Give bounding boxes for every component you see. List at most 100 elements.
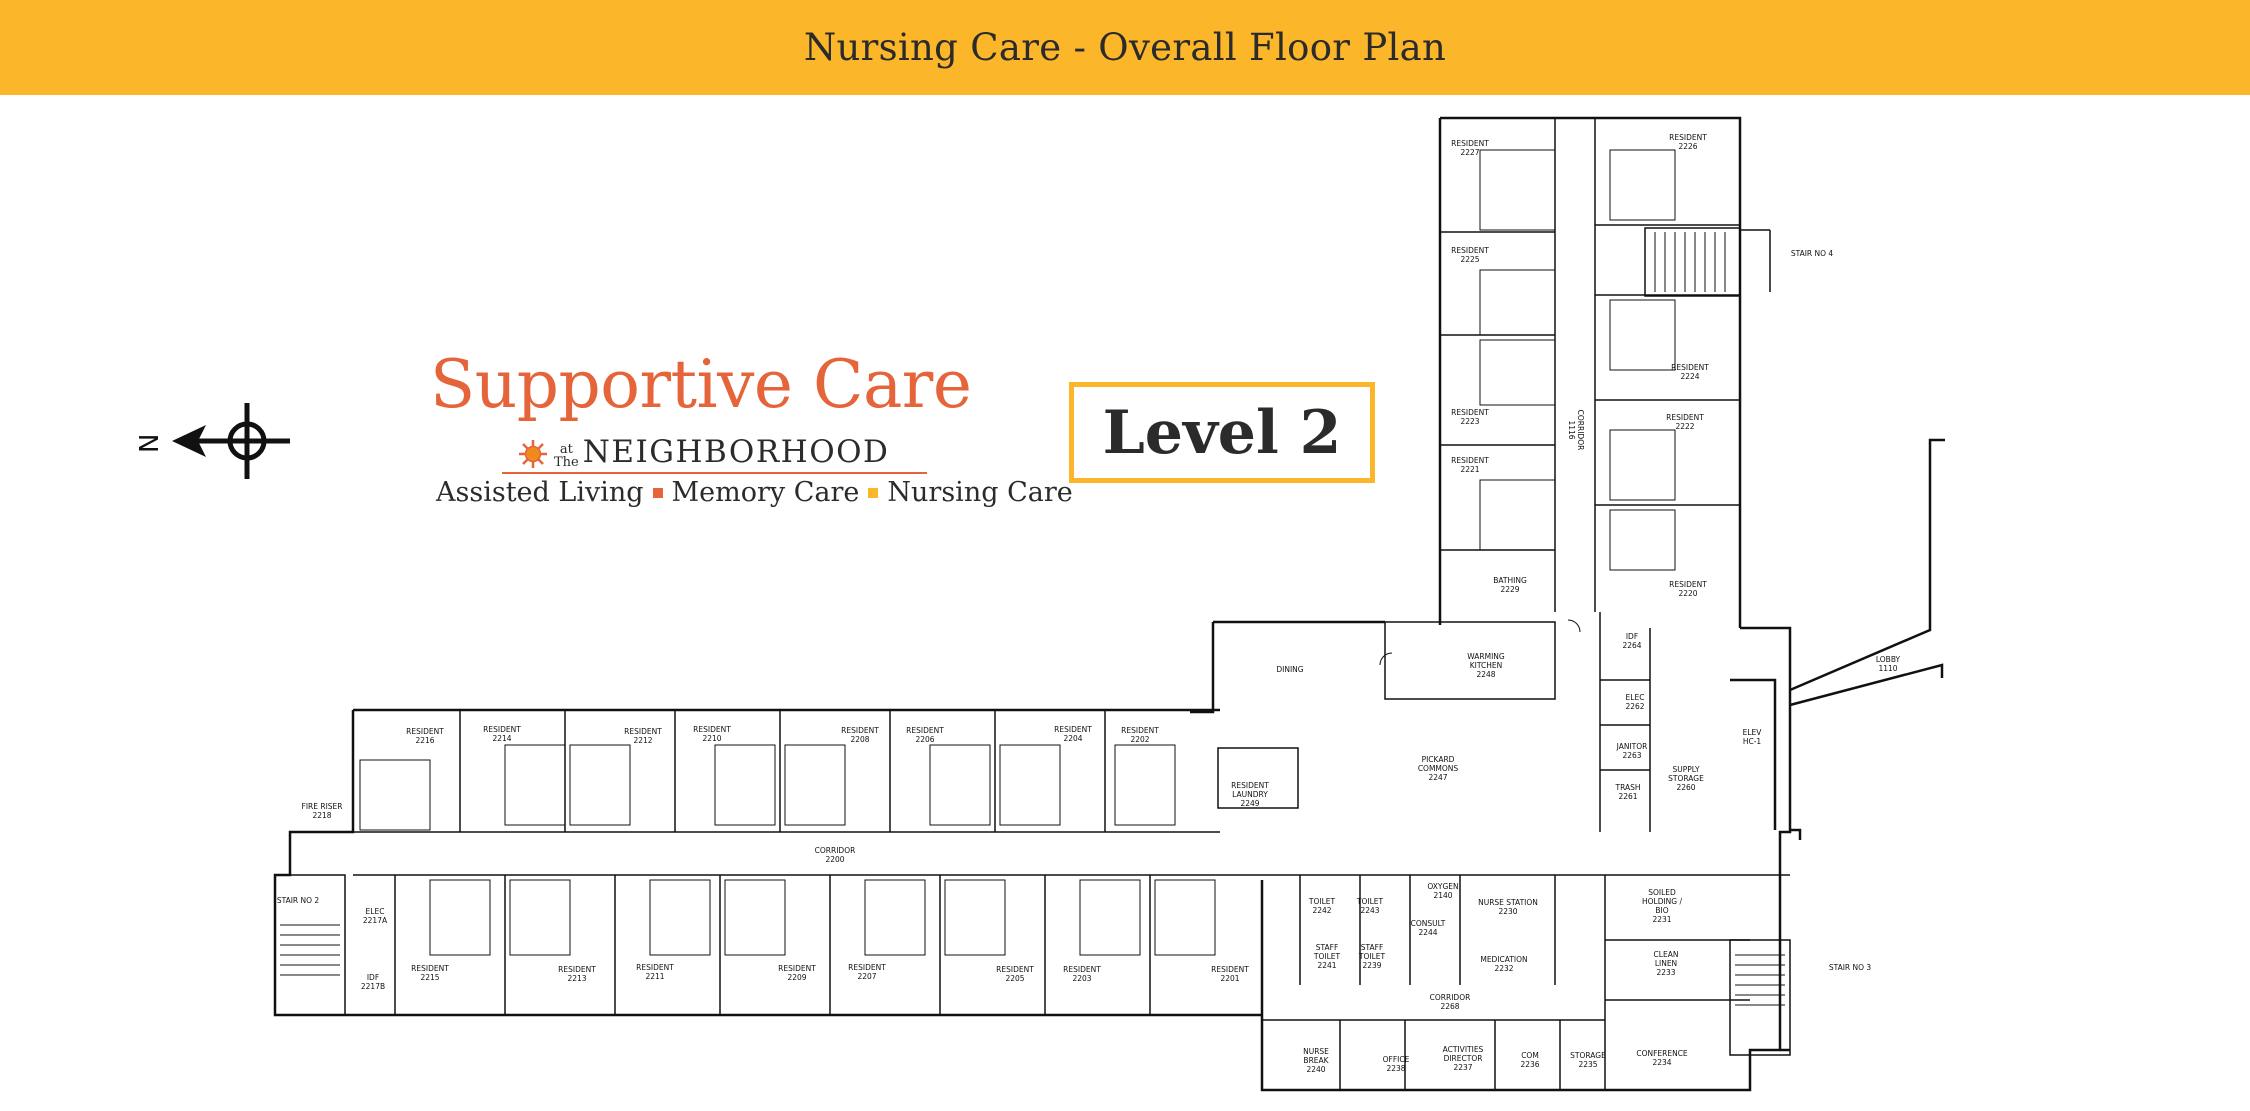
room-2223-number: 2223	[1460, 417, 1479, 426]
room-2214-number: 2214	[492, 734, 511, 743]
nurse-station-label: NURSE STATION	[1478, 898, 1538, 907]
tagline-assisted-living: Assisted Living	[436, 477, 644, 508]
lobby-label: LOBBY	[1876, 655, 1901, 664]
elevator-number: HC-1	[1743, 737, 1762, 746]
corridor-2268-label: CORRIDOR	[1430, 993, 1471, 1002]
elec-2262-number: 2262	[1625, 702, 1644, 711]
room-2215-label: RESIDENT	[411, 964, 449, 973]
north-letter: N	[135, 434, 165, 453]
logo-divider	[502, 472, 927, 474]
medication-number: 2232	[1494, 964, 1513, 973]
corridor-2200-label: CORRIDOR	[815, 846, 856, 855]
janitor-number: 2263	[1622, 751, 1641, 760]
supply-storage-number: 2260	[1676, 783, 1695, 792]
tagline-memory-care: Memory Care	[671, 477, 860, 508]
logo-title: Supportive Care	[430, 346, 972, 423]
idf-2217b-label: IDF	[367, 973, 379, 982]
clean-linen-label-2: LINEN	[1655, 959, 1677, 968]
room-2225-number: 2225	[1460, 255, 1479, 264]
at-the-label: at The	[554, 443, 579, 469]
bathing-number: 2229	[1500, 585, 1519, 594]
com-number: 2236	[1520, 1060, 1539, 1069]
elec-2217a-label: ELEC	[366, 907, 385, 916]
stair-3-label: STAIR NO 3	[1829, 963, 1872, 972]
toilet-2242-label: TOILET	[1308, 897, 1336, 906]
room-2224-number: 2224	[1680, 372, 1699, 381]
staff-toilet-2239-label-2: TOILET	[1358, 952, 1386, 961]
nurse-break-number: 2240	[1306, 1065, 1325, 1074]
warming-kitchen-number: 2248	[1476, 670, 1495, 679]
room-2209-label: RESIDENT	[778, 964, 816, 973]
oxygen-label: OXYGEN	[1427, 882, 1458, 891]
warming-kitchen-label-2: KITCHEN	[1470, 661, 1503, 670]
toilet-2242-number: 2242	[1312, 906, 1331, 915]
trash-label: TRASH	[1614, 783, 1640, 792]
room-2201-label: RESIDENT	[1211, 965, 1249, 974]
room-2213-label: RESIDENT	[558, 965, 596, 974]
room-2207-label: RESIDENT	[848, 963, 886, 972]
room-2220-number: 2220	[1678, 589, 1697, 598]
storage-label: STORAGE	[1570, 1051, 1606, 1060]
supportive-care-logo: Supportive Care at The NEIGHBORHOOD Assi…	[430, 345, 1073, 515]
page-title: Nursing Care - Overall Floor Plan	[803, 26, 1447, 69]
elec-2262-label: ELEC	[1626, 693, 1645, 702]
staff-toilet-2239-number: 2239	[1362, 961, 1381, 970]
tagline-nursing-care: Nursing Care	[887, 477, 1073, 508]
logo-tagline: Assisted Living Memory Care Nursing Care	[436, 477, 1073, 508]
at-label: at	[559, 442, 573, 457]
room-2220-label: RESIDENT	[1669, 580, 1707, 589]
lobby-number: 1110	[1878, 664, 1897, 673]
bathroom-fixtures	[359, 149, 1676, 956]
room-2214-label: RESIDENT	[483, 725, 521, 734]
svg-text:CORRIDOR1116: CORRIDOR1116	[1567, 410, 1585, 451]
oxygen-number: 2140	[1433, 891, 1452, 900]
room-2206-number: 2206	[915, 735, 934, 744]
staff-toilet-2241-label-2: TOILET	[1313, 952, 1341, 961]
tagline-square-yellow	[868, 487, 879, 498]
room-2216-number: 2216	[415, 736, 434, 745]
warming-kitchen-label: WARMING	[1467, 652, 1505, 661]
idf-2217b-number: 2217B	[361, 982, 385, 991]
conference-number: 2234	[1652, 1058, 1671, 1067]
fire-riser-label: FIRE RISER	[302, 802, 343, 811]
corridor-1116-label: CORRIDOR	[1576, 410, 1585, 451]
consult-number: 2244	[1418, 928, 1437, 937]
north-arrow-icon: N	[135, 403, 290, 479]
nurse-break-label-2: BREAK	[1303, 1056, 1329, 1065]
room-2209-number: 2209	[787, 973, 806, 982]
toilet-2243-number: 2243	[1360, 906, 1379, 915]
commons-label-2: COMMONS	[1418, 764, 1459, 773]
idf-2264-number: 2264	[1622, 641, 1641, 650]
room-2205-number: 2205	[1005, 974, 1024, 983]
conference-label: CONFERENCE	[1636, 1049, 1688, 1058]
clean-linen-number: 2233	[1656, 968, 1675, 977]
office-label: OFFICE	[1383, 1055, 1410, 1064]
stair-2-label: STAIR NO 2	[277, 896, 320, 905]
soiled-holding-label-3: BIO	[1655, 906, 1668, 915]
